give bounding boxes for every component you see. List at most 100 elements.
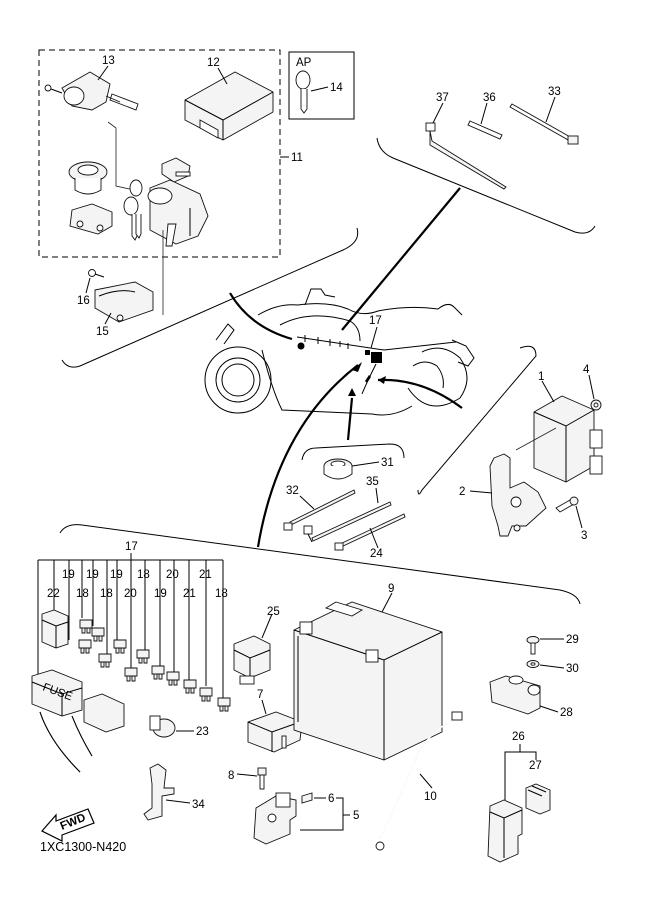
group-boundary-midties: [301, 443, 405, 461]
callout-9: 9: [388, 583, 394, 595]
callout-2: 2: [459, 486, 465, 498]
kit-11-group: 11 13 12: [38, 49, 303, 315]
fuse-box-assembly[interactable]: FUSE: [31, 669, 125, 773]
part-13-main-switch[interactable]: [44, 71, 139, 111]
part-2-bracket[interactable]: [489, 453, 547, 537]
fuse-label-r2-4: 20: [124, 588, 137, 600]
callout-11: 11: [291, 152, 303, 164]
callout-30: 30: [566, 663, 579, 675]
callout-36: 36: [483, 92, 496, 104]
part-3-bolt[interactable]: [555, 496, 579, 513]
fuse-callout-ladder: 17 19 19 19 18 20 21 22 18 18 20 19 21 1…: [37, 541, 228, 698]
leader-rectifier-to-bike: [377, 378, 463, 409]
part-14-key-blank[interactable]: [295, 70, 311, 114]
fuse-label-r2-3: 18: [100, 588, 113, 600]
fuse-label-r1-2: 19: [86, 569, 99, 581]
part-25-relay[interactable]: [233, 635, 271, 685]
part-12-ecu[interactable]: [184, 71, 274, 222]
callout-15: 15: [96, 326, 109, 338]
callout-17: 17: [125, 541, 138, 553]
callout-6: 6: [328, 793, 334, 805]
group-boundary-lower: [59, 524, 581, 605]
part-8-bolt[interactable]: [257, 767, 267, 790]
part-keys: [123, 179, 143, 241]
part-15-cover[interactable]: [94, 281, 154, 323]
part-22-relay[interactable]: [41, 609, 69, 649]
callout-35: 35: [366, 476, 379, 488]
callout-10: 10: [424, 791, 437, 803]
part-23-clamp[interactable]: [149, 715, 176, 738]
callout-14: 14: [330, 82, 343, 94]
fuse-label-r2-1: 22: [47, 588, 60, 600]
part-1-rectifier-regulator[interactable]: [533, 395, 603, 483]
callout-3: 3: [581, 530, 587, 542]
callout-1: 1: [538, 371, 544, 383]
part-ignition-lock: [147, 179, 209, 247]
callout-13: 13: [102, 55, 115, 67]
part-31-grommet[interactable]: [323, 458, 353, 480]
part-28-sensor[interactable]: [489, 675, 541, 715]
callout-28: 28: [560, 707, 573, 719]
callout-4: 4: [583, 364, 590, 376]
callout-23: 23: [196, 726, 209, 738]
callout-5: 5: [353, 810, 359, 822]
part-27-coupler[interactable]: [525, 783, 551, 815]
fwd-arrow-icon: FWD: [41, 808, 95, 842]
part-36-clip[interactable]: [467, 120, 503, 140]
part-37-cable-tie[interactable]: [425, 122, 507, 190]
group-boundary-rectifier: [417, 345, 537, 495]
leader-fuses-to-bike: [256, 364, 359, 548]
part-lock-bracket: [69, 203, 113, 235]
fuse-label-r2-5: 19: [154, 588, 167, 600]
fuse-label-r1-5: 20: [166, 569, 179, 581]
fuse-label-r2-7: 18: [215, 588, 228, 600]
fuse-label-r1-1: 19: [62, 569, 75, 581]
callout-24: 24: [370, 548, 383, 560]
fuse-label-r1-4: 18: [137, 569, 150, 581]
fuse-label-r2-6: 21: [183, 588, 196, 600]
motorcycle-outline: [204, 288, 475, 416]
part-30-washer[interactable]: [526, 660, 540, 668]
callout-17-bike: 17: [369, 315, 382, 327]
part-26-relay-assembly[interactable]: [487, 799, 523, 863]
part-seat-lock: [161, 157, 191, 183]
part-16-screw[interactable]: [88, 269, 105, 278]
callout-26: 26: [512, 731, 525, 743]
part-29-screw[interactable]: [526, 636, 540, 655]
part-9-battery[interactable]: [293, 601, 443, 761]
callout-25: 25: [267, 606, 280, 618]
kit-boundary-dashed: [38, 49, 281, 258]
part-24-cable-tie[interactable]: [334, 513, 406, 551]
part-6-fuse[interactable]: [301, 792, 313, 804]
cable-tie-group-top: 37 36 33: [376, 86, 596, 234]
callout-34: 34: [192, 799, 205, 811]
blade-fuses[interactable]: [78, 619, 231, 712]
callout-8: 8: [228, 770, 234, 782]
part-5-starter-relay[interactable]: [253, 792, 297, 845]
callout-29: 29: [566, 634, 579, 646]
group-boundary-kit: [61, 227, 359, 368]
group-boundary-ties: [376, 137, 596, 234]
part-35-cable-tie[interactable]: [303, 501, 392, 543]
fuse-label-r2-2: 18: [76, 588, 89, 600]
callout-33: 33: [548, 86, 561, 98]
callout-16: 16: [77, 295, 90, 307]
part-4-nut[interactable]: [590, 399, 602, 411]
diagram-code: 1XC1300-N420: [40, 840, 126, 854]
leader-ties-mid: [346, 397, 354, 441]
callout-37: 37: [436, 92, 449, 104]
callout-12: 12: [207, 57, 220, 69]
callout-27: 27: [529, 760, 542, 772]
part-34-bracket[interactable]: [143, 763, 175, 821]
part-32-cable-tie[interactable]: [283, 489, 356, 531]
part-10-battery-lead[interactable]: [375, 711, 463, 851]
ap-kit-box: AP 14: [288, 51, 355, 120]
part-7-relay-cover[interactable]: [247, 711, 303, 753]
part-lock-cap: [68, 161, 108, 195]
ap-label: AP: [296, 57, 312, 69]
part-33-band[interactable]: [509, 103, 579, 145]
fuse-label-r1-3: 19: [110, 569, 123, 581]
leader-ties-to-bike: [341, 187, 461, 331]
callout-31: 31: [381, 457, 394, 469]
